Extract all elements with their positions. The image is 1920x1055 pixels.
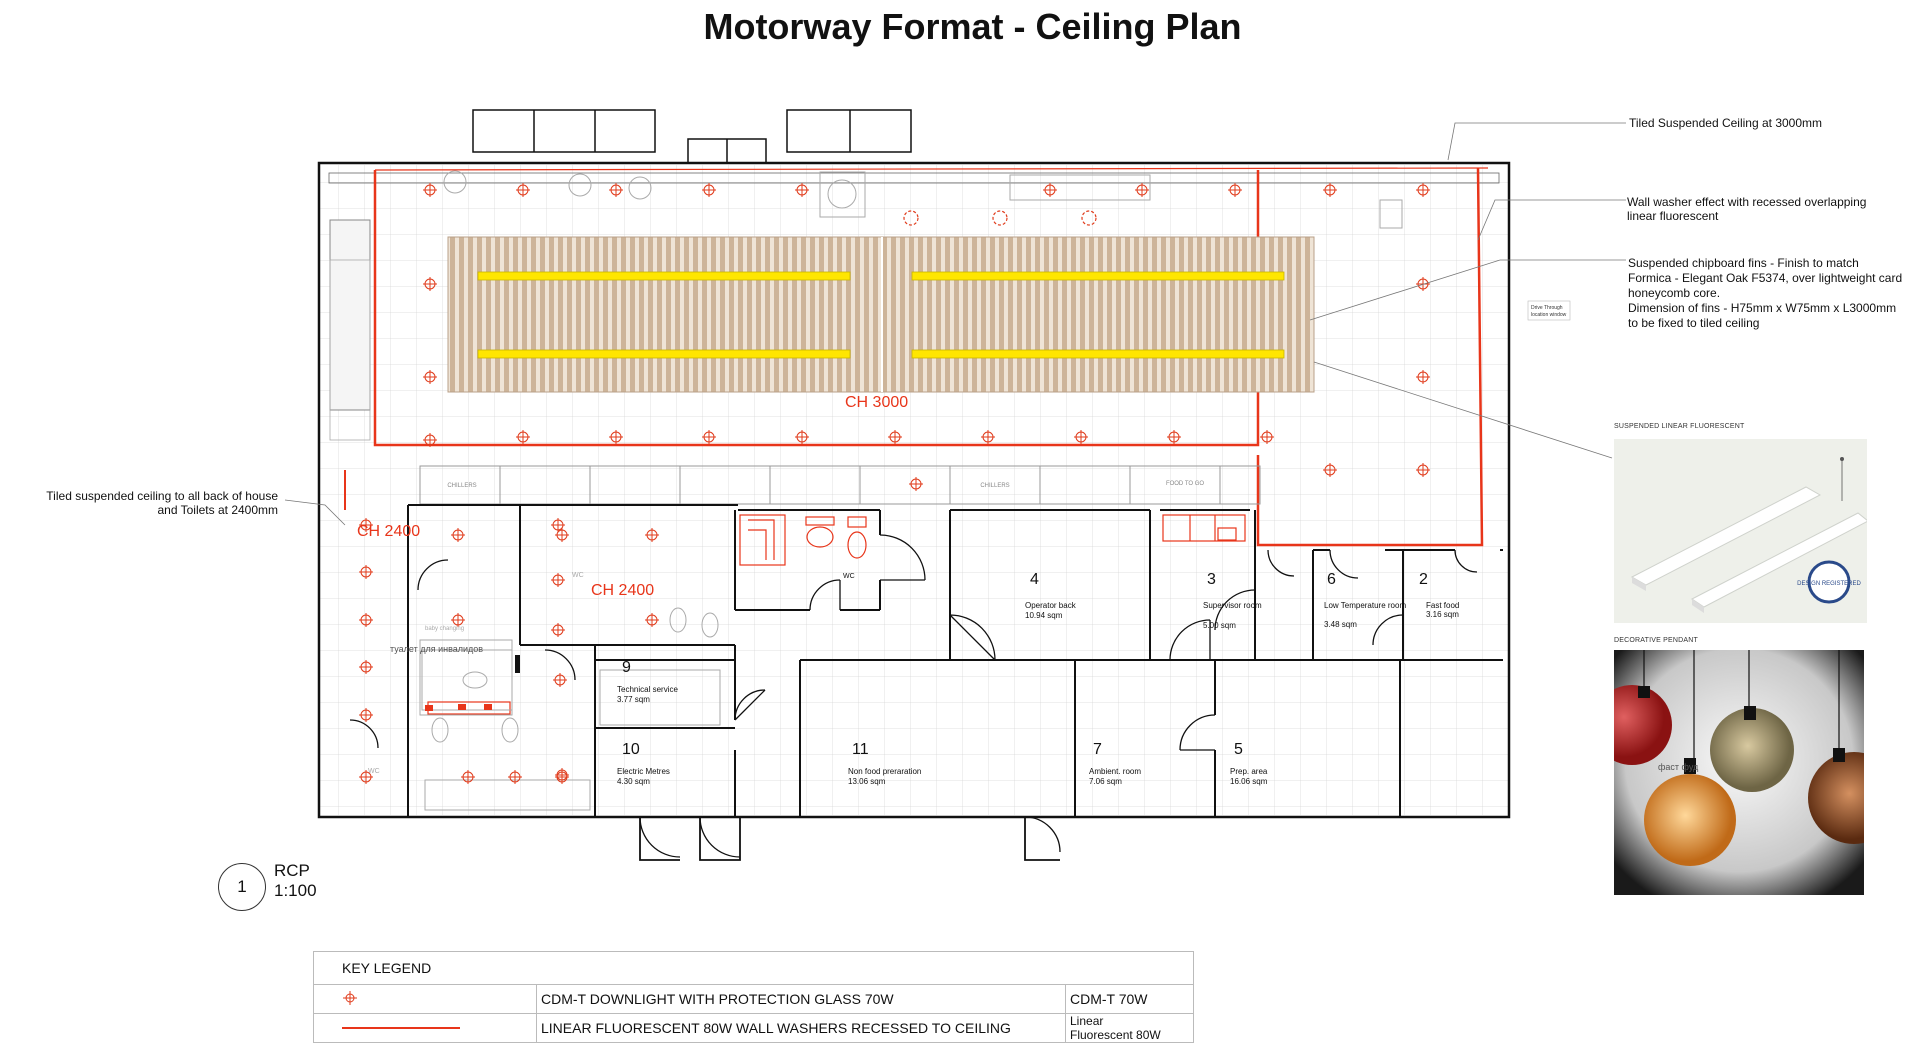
linear-image-label: SUSPENDED LINEAR FLUORESCENT xyxy=(1614,423,1745,430)
note-back-of-house-2: and Toilets at 2400mm xyxy=(157,503,278,517)
room-5-number: 5 xyxy=(1234,741,1243,758)
legend-header: KEY LEGEND xyxy=(313,951,1194,985)
room-4-number: 4 xyxy=(1030,571,1039,588)
room-6-name: Low Temperature room xyxy=(1324,601,1406,610)
room-3-number: 3 xyxy=(1207,571,1216,588)
room-7-name: Ambient. room xyxy=(1089,767,1141,776)
sanitary-fixtures xyxy=(427,514,1246,715)
room-10-area: 4.30 sqm xyxy=(617,777,650,786)
legend-symbol-downlight xyxy=(313,984,537,1014)
room-10-name: Electric Metres xyxy=(617,767,670,776)
room-labels: 4 Operator back 10.94 sqm 3 Supervisor r… xyxy=(617,571,1459,786)
note-fins-1: Suspended chipboard fins - Finish to mat… xyxy=(1628,256,1859,270)
room-7-area: 7.06 sqm xyxy=(1089,777,1122,786)
note-wall-washer-1: Wall washer effect with recessed overlap… xyxy=(1627,195,1867,209)
legend-row-downlight: CDM-T DOWNLIGHT WITH PROTECTION GLASS 70… xyxy=(313,984,1194,1014)
note-wall-washer-2: linear fluorescent xyxy=(1627,209,1719,223)
canopy-units xyxy=(472,109,912,164)
building-outline xyxy=(317,161,1511,819)
drive-through-label-2: location window xyxy=(1531,312,1567,318)
note-fins-3: honeycomb core. xyxy=(1628,286,1721,300)
legend-desc-downlight: CDM-T DOWNLIGHT WITH PROTECTION GLASS 70… xyxy=(536,984,1066,1014)
room-4-name: Operator back xyxy=(1025,601,1077,610)
chillers-label-1: CHILLERS xyxy=(447,483,476,489)
chillers-label-2: CHILLERS xyxy=(980,483,1009,489)
legend-code-downlight: CDM-T 70W xyxy=(1065,984,1194,1014)
room-11-name: Non food preraration xyxy=(848,767,921,776)
note-tiled-3000: Tiled Suspended Ceiling at 3000mm xyxy=(1629,116,1823,130)
room-2-name: Fast food xyxy=(1426,601,1459,610)
legend-symbol-wall-washer xyxy=(313,1013,537,1043)
room-7-number: 7 xyxy=(1093,741,1102,758)
drawing-label: RCP xyxy=(274,861,310,880)
design-registered-badge: DESIGN REGISTERED xyxy=(1797,581,1861,587)
room-6-area: 3.48 sqm xyxy=(1324,620,1357,629)
linear-fluorescent-bars xyxy=(477,271,1285,359)
note-fins-2: Formica - Elegant Oak F5374, over lightw… xyxy=(1628,271,1903,285)
drive-through-label-1: Drive Through xyxy=(1531,305,1563,311)
legend-row-wall-washer: LINEAR FLUORESCENT 80W WALL WASHERS RECE… xyxy=(313,1013,1194,1043)
room-11-area: 13.06 sqm xyxy=(848,777,886,786)
room-2-area: 3.16 sqm xyxy=(1426,610,1459,619)
wc-label-2: WC xyxy=(572,572,584,579)
legend-code-wall-washer-line2: Fluorescent 80W xyxy=(1070,1028,1161,1042)
room-2-number: 2 xyxy=(1419,571,1428,588)
baby-changing-label: baby changing xyxy=(425,626,464,632)
linear-fluorescent-image: DESIGN REGISTERED xyxy=(1614,439,1867,623)
legend-code-wall-washer-line1: Linear xyxy=(1070,1014,1104,1028)
room-5-area: 16.06 sqm xyxy=(1230,777,1268,786)
decorative-pendant-image: фаст фуд xyxy=(1614,650,1864,895)
note-back-of-house-1: Tiled suspended ceiling to all back of h… xyxy=(46,489,278,503)
room-3-name: Supervisor room xyxy=(1203,601,1262,610)
note-fins-5: to be fixed to tiled ceiling xyxy=(1628,316,1760,330)
room-3-area: 5.00 sqm xyxy=(1203,621,1236,630)
room-5-name: Prep. area xyxy=(1230,767,1268,776)
wc-label-3: WC xyxy=(368,768,380,775)
room-9-area: 3.77 sqm xyxy=(617,695,650,704)
ch-main-label: CH 3000 xyxy=(845,394,908,411)
room-9-number: 9 xyxy=(622,659,631,676)
room-11-number: 11 xyxy=(852,741,869,758)
pendant-caption: фаст фуд xyxy=(1658,762,1699,772)
key-legend: KEY LEGEND CDM-T DOWNLIGHT WITH PROTECTI… xyxy=(313,951,1194,1043)
ch-boh-mid-label: CH 2400 xyxy=(591,582,654,599)
room-9-name: Technical service xyxy=(617,685,678,694)
interior-walls xyxy=(407,504,1503,817)
disabled-wc-label: туалет для инвалидов xyxy=(390,644,483,654)
food-to-go-label: FOOD TO GO xyxy=(1166,481,1204,487)
legend-code-wall-washer: Linear Fluorescent 80W xyxy=(1065,1013,1194,1043)
page-title: Motorway Format - Ceiling Plan xyxy=(703,6,1242,47)
wc-label-1: WC xyxy=(843,573,855,580)
room-6-number: 6 xyxy=(1327,571,1336,588)
pendant-image-label: DECORATIVE PENDANT xyxy=(1614,637,1698,644)
legend-desc-wall-washer: LINEAR FLUORESCENT 80W WALL WASHERS RECE… xyxy=(536,1013,1066,1043)
drawing-scale: 1:100 xyxy=(274,881,317,900)
room-4-area: 10.94 sqm xyxy=(1025,611,1063,620)
drawing-number: 1 xyxy=(218,863,266,911)
ch-boh-left-label: CH 2400 xyxy=(357,523,420,540)
note-fins-4: Dimension of fins - H75mm x W75mm x L300… xyxy=(1628,301,1897,315)
room-10-number: 10 xyxy=(622,741,640,758)
